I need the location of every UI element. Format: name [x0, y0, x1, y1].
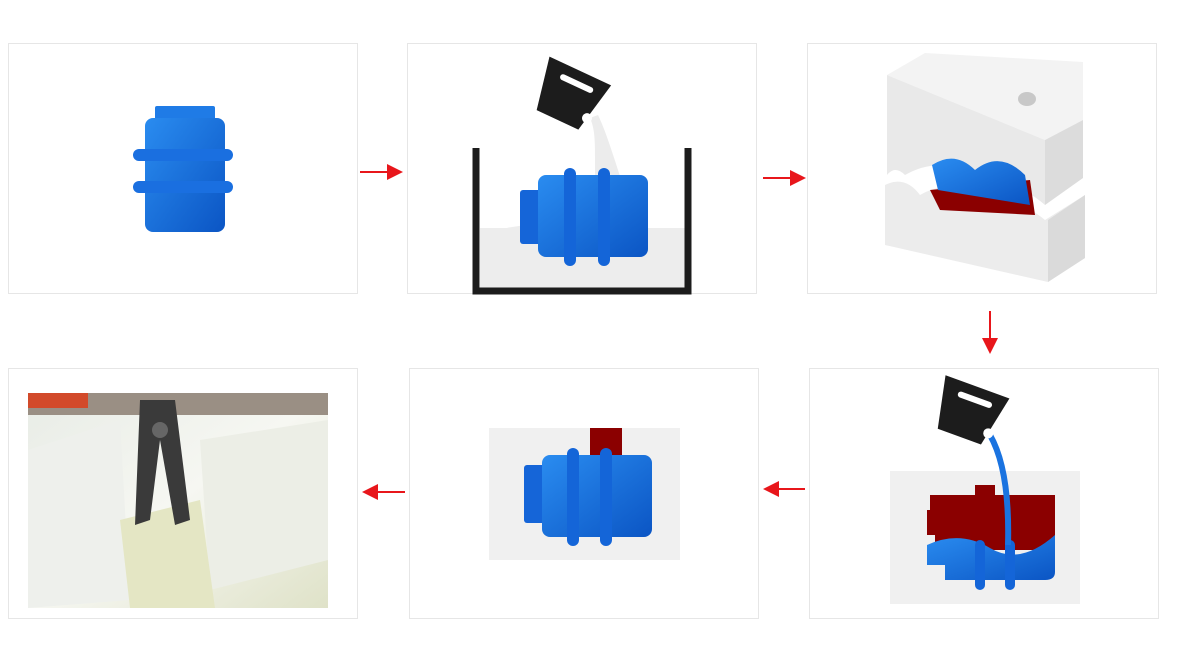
resin-pour-icon — [890, 375, 1080, 604]
demolding-photo — [28, 393, 328, 608]
cut-silicone-mold-icon — [885, 53, 1085, 282]
silicone-pour-icon — [472, 56, 692, 295]
master-part-icon — [133, 106, 233, 232]
cast-part-in-mold-icon — [489, 428, 680, 560]
